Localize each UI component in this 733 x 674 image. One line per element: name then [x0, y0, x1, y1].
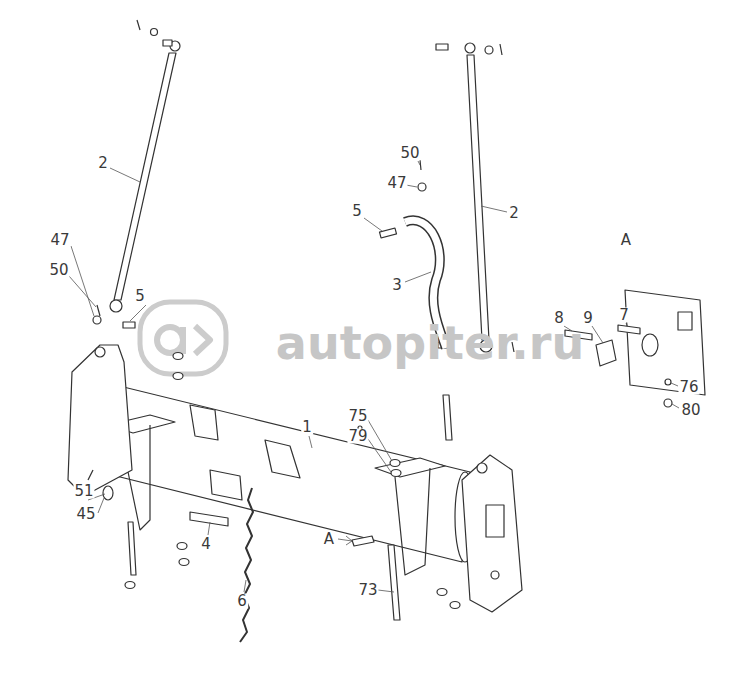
watermark-logo — [183, 326, 210, 354]
mount-pad — [375, 458, 445, 477]
cotter-pin — [420, 160, 421, 170]
callout-number: 45 — [75, 507, 96, 522]
callout-number: 4 — [200, 537, 212, 552]
leader-line — [368, 420, 392, 461]
tie-rod — [467, 55, 489, 340]
nut — [391, 470, 401, 477]
leader-line — [671, 383, 678, 386]
washer — [103, 486, 113, 500]
cotter-pin — [97, 305, 100, 316]
callout-number: A — [620, 233, 632, 248]
lug — [210, 470, 242, 500]
callout-number: 5 — [134, 289, 146, 304]
pin — [618, 325, 640, 334]
callout-number: 76 — [678, 380, 699, 395]
tie-rod — [114, 53, 176, 300]
nut — [450, 602, 460, 609]
nut — [179, 559, 189, 566]
nut — [173, 353, 183, 360]
callout-number: 47 — [386, 176, 407, 191]
callout-number: 75 — [347, 409, 368, 424]
bolt — [128, 522, 136, 575]
block — [678, 312, 692, 330]
nut — [418, 183, 426, 191]
callout-number: A — [323, 532, 335, 547]
leader-line — [130, 305, 146, 321]
bracket — [596, 340, 616, 366]
nut — [665, 379, 671, 385]
pin — [436, 44, 448, 50]
pin — [163, 40, 172, 46]
leader-line — [672, 404, 679, 408]
callout-number: 50 — [399, 146, 420, 161]
cotter-pin — [500, 44, 502, 55]
leader-line — [405, 272, 431, 282]
end-plate — [462, 455, 522, 612]
pin — [190, 512, 228, 526]
leader-line — [626, 323, 628, 327]
cotter-pin — [88, 470, 93, 480]
nut — [177, 543, 187, 550]
nut — [173, 373, 183, 380]
callout-number: 2 — [97, 156, 109, 171]
leader-line — [406, 185, 417, 187]
leader-line — [418, 161, 420, 165]
chain — [240, 488, 253, 642]
hole — [477, 463, 487, 473]
watermark-logo — [157, 327, 183, 353]
callout-number: 3 — [391, 278, 403, 293]
callout-number: 5 — [351, 204, 363, 219]
lug — [265, 440, 300, 478]
nut — [151, 29, 158, 36]
pin — [123, 322, 135, 328]
nut — [125, 582, 135, 589]
nut — [485, 46, 493, 54]
leader-line — [364, 218, 382, 231]
callout-number: 6 — [236, 594, 248, 609]
rod-eye — [110, 300, 122, 312]
leader-line — [208, 522, 210, 535]
callout-number: 1 — [301, 420, 313, 435]
hole — [491, 571, 499, 579]
pin — [352, 536, 374, 546]
watermark: autopiter.ru — [276, 320, 584, 366]
view-arrow — [338, 536, 352, 545]
leader-line — [378, 590, 394, 592]
nut — [93, 316, 101, 324]
leader-line — [368, 439, 391, 472]
leader-line — [309, 436, 312, 448]
callout-number: 79 — [347, 429, 368, 444]
slot — [486, 505, 504, 537]
end-plate — [68, 345, 132, 496]
callout-number: 50 — [48, 263, 69, 278]
callout-number: 80 — [680, 403, 701, 418]
bolt — [388, 545, 400, 620]
pin — [379, 228, 396, 238]
leader-line — [481, 206, 507, 212]
bolt — [443, 395, 452, 440]
lug — [190, 405, 218, 440]
callout-number: 73 — [357, 583, 378, 598]
watermark-logo — [140, 302, 226, 374]
detail-plate — [625, 290, 705, 395]
callout-number: 2 — [508, 206, 520, 221]
cross-beam — [92, 380, 470, 562]
callout-number: 47 — [49, 233, 70, 248]
callout-number: 7 — [618, 308, 630, 323]
leader-line — [71, 246, 94, 316]
leader-line — [110, 168, 140, 182]
washer — [664, 399, 672, 407]
callout-number: 51 — [73, 484, 94, 499]
rod-eye — [465, 43, 475, 53]
leader-line — [244, 580, 246, 592]
bracket-leg — [395, 468, 430, 575]
nut — [437, 589, 447, 596]
leader-line — [592, 326, 603, 343]
hole — [642, 334, 658, 356]
leader-line — [98, 498, 104, 513]
leader-line — [69, 276, 96, 307]
hole — [95, 347, 105, 357]
cotter-pin — [137, 20, 140, 30]
